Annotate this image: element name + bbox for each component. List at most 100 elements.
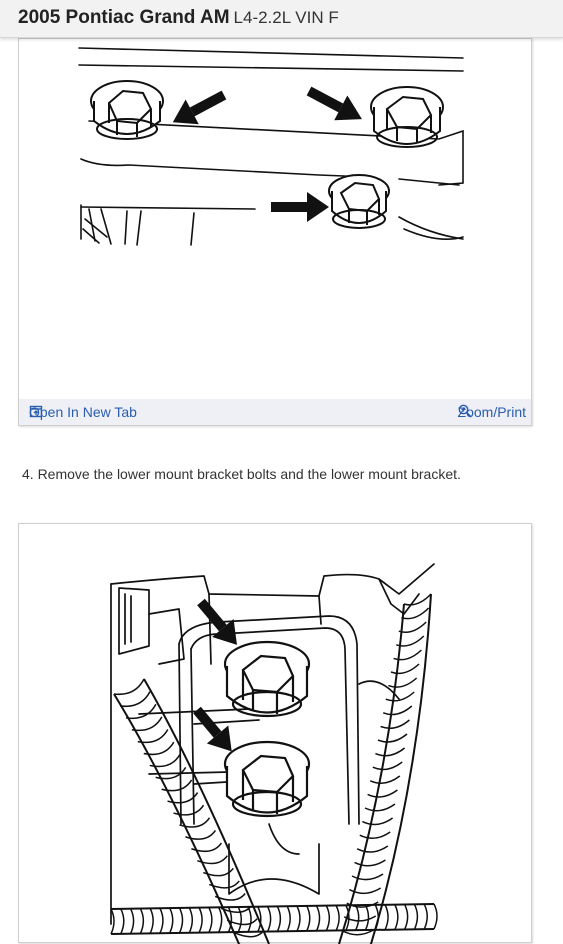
hose-coil — [226, 918, 258, 926]
hose-coil — [384, 904, 389, 931]
zoom-print-label: Zoom/Print — [457, 404, 526, 420]
hose-coil — [188, 907, 194, 934]
hose-coil — [129, 908, 135, 935]
bolt-lower — [328, 174, 390, 229]
hose-coil — [191, 842, 222, 853]
hose-coil — [388, 677, 418, 688]
hose-coil — [423, 903, 428, 930]
lower-bracket-illustration — [110, 563, 438, 944]
hose-coil — [208, 880, 240, 889]
coiled-hose-bottom — [110, 903, 438, 935]
hose-coil — [159, 907, 164, 934]
hose-coil — [203, 867, 234, 877]
hose-coil — [433, 903, 438, 930]
hose-coil — [369, 775, 401, 784]
coiled-hose-left — [113, 678, 270, 944]
hose-coil — [143, 741, 175, 756]
hose-coil — [185, 829, 217, 840]
hose-coil — [214, 893, 246, 901]
bolt-left — [90, 80, 164, 140]
open-in-new-tab-label: Open In New Tab — [29, 404, 137, 420]
figure-toolbar: Open In New Tab Zoom/Print — [19, 399, 531, 425]
hose-coil — [351, 873, 384, 881]
open-in-new-tab-icon — [29, 405, 43, 418]
hose-coil — [110, 908, 115, 935]
hose-coil — [395, 635, 425, 647]
bolt-right — [370, 86, 444, 148]
hose-coil — [372, 761, 403, 771]
zoom-in-icon — [458, 404, 472, 418]
engine-subtitle: L4-2.2L VIN F — [233, 8, 339, 27]
hose-coil — [349, 887, 381, 895]
hose-coil — [315, 905, 321, 932]
hose-coil — [198, 907, 203, 933]
hose-coil — [286, 905, 291, 932]
hose-coil — [354, 859, 386, 867]
hose-coil — [413, 903, 419, 930]
figure-lower-bracket — [18, 523, 532, 944]
hose-coil — [167, 792, 199, 804]
hose-coil — [217, 906, 223, 933]
hose-coil — [355, 904, 360, 931]
arrow-lower-bolt — [271, 192, 329, 222]
hose-coil — [374, 904, 380, 931]
hose-coil — [390, 663, 420, 675]
hose-coil — [394, 904, 399, 930]
arrow-upper-bolt — [197, 598, 237, 645]
hose-coil — [197, 855, 228, 865]
hose-coil — [380, 719, 410, 729]
coiled-hose-right — [338, 593, 432, 944]
hose-coil — [237, 906, 242, 933]
hose-coil — [385, 691, 415, 702]
hose-coil — [155, 766, 187, 780]
open-in-new-tab-button[interactable]: Open In New Tab — [29, 404, 137, 420]
hose-coil — [131, 716, 163, 732]
step-instruction: 4. Remove the lower mount bracket bolts … — [22, 466, 461, 482]
hose-coil — [149, 908, 154, 934]
hose-coil — [125, 703, 157, 720]
figure-upper-bolts: Open In New Tab Zoom/Print — [18, 38, 532, 426]
hose-coil — [173, 804, 205, 816]
hose-coil — [377, 733, 408, 743]
hose-coil — [375, 747, 406, 757]
hose-coil — [356, 845, 389, 853]
hose-coil — [345, 905, 350, 931]
arrow-left-bolt — [172, 90, 227, 125]
hose-coil — [227, 906, 233, 933]
zoom-print-button[interactable]: Zoom/Print — [458, 404, 526, 420]
hose-coil — [306, 905, 311, 932]
hose-coil — [120, 908, 125, 935]
hose-coil — [266, 906, 272, 932]
hose-coil — [335, 905, 340, 931]
hose-coil — [257, 906, 262, 933]
hose-coil — [208, 907, 213, 933]
hose-coil — [276, 906, 282, 932]
hose-coil — [393, 649, 422, 661]
vehicle-title: 2005 Pontiac Grand AM — [18, 7, 230, 28]
upper-bolts-illustration — [78, 47, 464, 246]
hose-coil — [139, 908, 145, 934]
bolt-upper — [223, 640, 311, 718]
hose-coil — [343, 915, 377, 922]
hose-coil — [169, 907, 174, 934]
hose-coil — [382, 705, 413, 716]
hose-coil — [367, 789, 398, 798]
hose-coil — [161, 779, 193, 792]
hose-coil — [359, 831, 391, 839]
hose-coil — [113, 678, 145, 696]
hose-coil — [247, 906, 252, 933]
hose-coil — [179, 817, 211, 828]
arrow-lower-bolt — [193, 706, 232, 752]
hose-coil — [296, 905, 301, 932]
hose-coil — [325, 905, 331, 931]
hose-coil — [149, 754, 181, 768]
hose-coil — [119, 691, 151, 708]
hose-coil — [364, 803, 396, 812]
hose-coil — [398, 621, 427, 634]
hose-coil — [362, 817, 394, 826]
hose-coil — [364, 904, 370, 931]
hose-coil — [401, 607, 430, 620]
arrow-right-bolt — [306, 86, 362, 121]
